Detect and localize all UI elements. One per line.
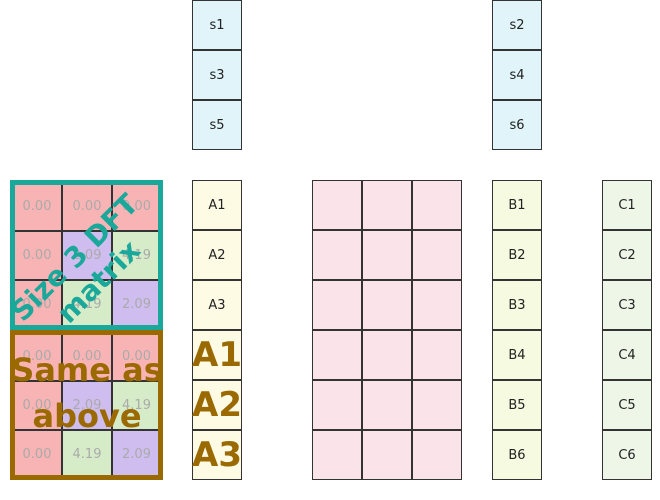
dft-copy-cell-0-1: 0.00: [62, 332, 112, 381]
pink-grid-cell: [362, 430, 412, 480]
b-cell-b4: B4: [492, 330, 542, 380]
dft-cell-1-0: 0.00: [12, 231, 62, 280]
annotation-line-2: above: [32, 397, 142, 435]
dft-cell-1-2: 4.19: [112, 231, 161, 280]
a-cell-big-a3: A3: [192, 430, 242, 480]
pink-grid-cell: [362, 180, 412, 230]
pink-grid-cell: [362, 330, 412, 380]
dft-copy-cell-2-0: 0.00: [12, 430, 62, 478]
c-cell-c1: C1: [602, 180, 652, 230]
a-cell-a1: A1: [192, 180, 242, 230]
b-cell-b2: B2: [492, 230, 542, 280]
pink-grid-cell: [412, 180, 462, 230]
annotation-line-1: Same as: [11, 351, 163, 389]
pink-grid-cell: [412, 430, 462, 480]
a-cell-a3: A3: [192, 280, 242, 330]
pink-grid-cell: [312, 330, 362, 380]
c-cell-c5: C5: [602, 380, 652, 430]
s-cell-s3: s3: [192, 50, 242, 100]
pink-grid-cell: [312, 280, 362, 330]
s-cell-s4: s4: [492, 50, 542, 100]
dft-cell-0-0: 0.00: [12, 182, 62, 231]
same-as-above-annotation: Same as above: [11, 347, 162, 439]
pink-grid-cell: [312, 230, 362, 280]
b-cell-b6: B6: [492, 430, 542, 480]
pink-grid-cell: [312, 430, 362, 480]
pink-grid-cell: [412, 380, 462, 430]
dft-cell-0-1: 0.00: [62, 182, 112, 231]
dft-cell-2-1: 4.19: [62, 280, 112, 328]
c-cell-c2: C2: [602, 230, 652, 280]
b-cell-b1: B1: [492, 180, 542, 230]
c-cell-c6: C6: [602, 430, 652, 480]
dft-copy-cell-1-0: 0.00: [12, 381, 62, 430]
dft-cell-1-1: 2.09: [62, 231, 112, 280]
a-cell-big-a1: A1: [192, 330, 242, 380]
dft-copy-cell-0-0: 0.00: [12, 332, 62, 381]
dft-copy-frame: [10, 330, 163, 480]
pink-grid-cell: [412, 230, 462, 280]
a-cell-big-a2: A2: [192, 380, 242, 430]
pink-grid-cell: [312, 180, 362, 230]
dft-cell-2-2: 2.09: [112, 280, 161, 328]
pink-grid-cell: [362, 230, 412, 280]
b-cell-b5: B5: [492, 380, 542, 430]
s-cell-s5: s5: [192, 100, 242, 150]
a-cell-a2: A2: [192, 230, 242, 280]
b-cell-b3: B3: [492, 280, 542, 330]
dft-cell-2-0: 0.00: [12, 280, 62, 328]
dft-copy-cell-1-1: 2.09: [62, 381, 112, 430]
dft-copy-cell-2-2: 2.09: [112, 430, 161, 478]
dft-matrix-frame: [10, 180, 163, 330]
pink-grid-cell: [362, 380, 412, 430]
c-cell-c3: C3: [602, 280, 652, 330]
s-cell-s2: s2: [492, 0, 542, 50]
pink-grid-cell: [412, 280, 462, 330]
c-cell-c4: C4: [602, 330, 652, 380]
s-cell-s1: s1: [192, 0, 242, 50]
pink-grid-cell: [362, 280, 412, 330]
pink-grid-cell: [312, 380, 362, 430]
s-cell-s6: s6: [492, 100, 542, 150]
pink-grid-cell: [412, 330, 462, 380]
